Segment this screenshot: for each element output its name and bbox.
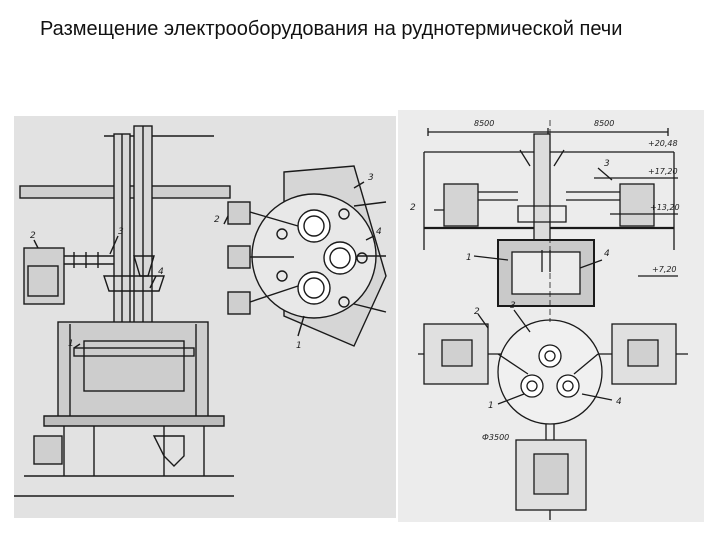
section-transformer-left [443,183,479,227]
level-bottom: +7,20 [652,265,677,274]
plan-transformer-3 [227,291,251,315]
section-label-3: 3 [604,159,610,169]
plan-label-1: 1 [488,401,494,411]
dim-span-right: 8500 [594,119,614,128]
level-upper: +17,20 [648,167,678,176]
plan-label-2: 2 [474,307,480,317]
level-top: +20,48 [648,139,678,148]
diameter-label: Ф3500 [482,433,509,442]
right-technical-drawing: 8500 8500 +20,48 +17,20 +13,20 +7,20 Ф35… [398,110,704,522]
plan-label-4: 4 [376,227,382,237]
plan-label-4: 4 [616,397,622,407]
side-label-3: 3 [118,227,124,237]
plan-label-3: 3 [510,301,516,311]
plan-electrode-2 [520,374,544,398]
plan-electrode-3 [556,374,580,398]
electrode-bottom [297,271,331,305]
slide-title: Размещение электрооборудования на руднот… [40,18,623,40]
side-label-1: 1 [68,339,74,349]
furnace-body [57,321,209,423]
plan-transformer-2 [227,245,251,269]
left-technical-drawing: 2 3 4 1 3 2 4 1 [14,116,396,518]
section-label-1: 1 [466,253,472,263]
section-label-2: 2 [410,203,416,213]
plan-label-2: 2 [214,215,220,225]
electrode-right [323,241,357,275]
right-drawing-svg: 8500 8500 +20,48 +17,20 +13,20 +7,20 Ф35… [410,119,688,520]
plan-label-1: 1 [296,341,302,351]
side-label-2: 2 [30,231,36,241]
section-label-4: 4 [604,249,610,259]
plan-transformer-1 [227,201,251,225]
plan-label-3: 3 [368,173,374,183]
electrode-top [297,209,331,243]
plan-furnace-circle [497,319,603,425]
section-transformer-right [619,183,655,227]
left-drawing-svg: 2 3 4 1 3 2 4 1 [14,125,387,497]
level-mid: +13,20 [650,203,680,212]
dim-span-left: 8500 [474,119,494,128]
side-label-4: 4 [158,267,164,277]
plan-electrode-1 [538,344,562,368]
